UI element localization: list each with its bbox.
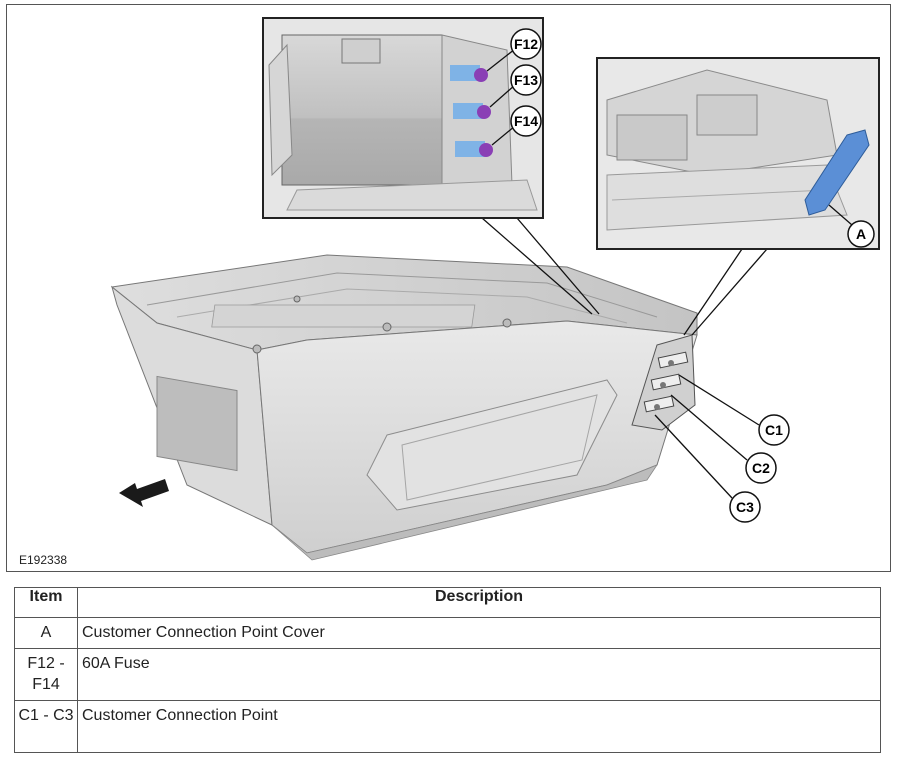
callout-a: A [847,220,875,248]
legend-table: Item Description A Customer Connection P… [14,587,881,753]
callout-c2: C2 [745,452,777,484]
figure-id: E192338 [19,553,68,567]
description-cell: Customer Connection Point [77,700,881,753]
fuse-terminal [477,105,491,119]
description-column-header: Description [77,587,881,618]
fuse-body [453,103,483,119]
item-cell: C1 - C3 [14,700,78,753]
fuse-terminal [474,68,488,82]
callout-label: F12 [514,36,538,52]
fuse-f14 [455,141,493,157]
cover-body [804,129,870,216]
fuse-f12 [450,65,488,82]
callout-f12: F12 [510,28,542,60]
connection-point-cover [804,129,870,216]
diagram-canvas: F12 F13 F14 A [110,17,880,561]
front-direction-arrow [119,479,169,507]
callout-c3: C3 [729,491,761,523]
customer-connection-block [631,334,696,431]
callout-f13: F13 [510,64,542,96]
battery-housing [110,254,698,561]
fuse-body [450,65,480,81]
fuse-body [455,141,485,157]
callout-label: C3 [736,499,754,515]
service-diagram: F12 F13 F14 A [6,4,891,572]
table-row: C1 - C3 Customer Connection Point [14,700,881,753]
callout-label: C1 [765,422,783,438]
callout-label: C2 [752,460,770,476]
description-cell: 60A Fuse [77,648,881,701]
table-row: F12 - F14 60A Fuse [14,648,881,701]
description-cell: Customer Connection Point Cover [77,617,881,649]
table-row: A Customer Connection Point Cover [14,617,881,649]
callout-label: F13 [514,72,538,88]
callout-c1: C1 [758,414,790,446]
callout-label: F14 [514,113,538,129]
legend-header-row: Item Description [14,587,881,618]
fuse-f13 [453,103,491,119]
fuse-inset: F12 F13 F14 [262,17,544,219]
item-cell: A [14,617,78,649]
fuse-terminal [479,143,493,157]
item-cell: F12 - F14 [14,648,78,701]
item-column-header: Item [14,587,78,618]
callout-label: A [856,226,866,242]
callout-f14: F14 [510,105,542,137]
cover-inset: A [596,57,880,250]
inset-leader-lines [481,217,768,336]
